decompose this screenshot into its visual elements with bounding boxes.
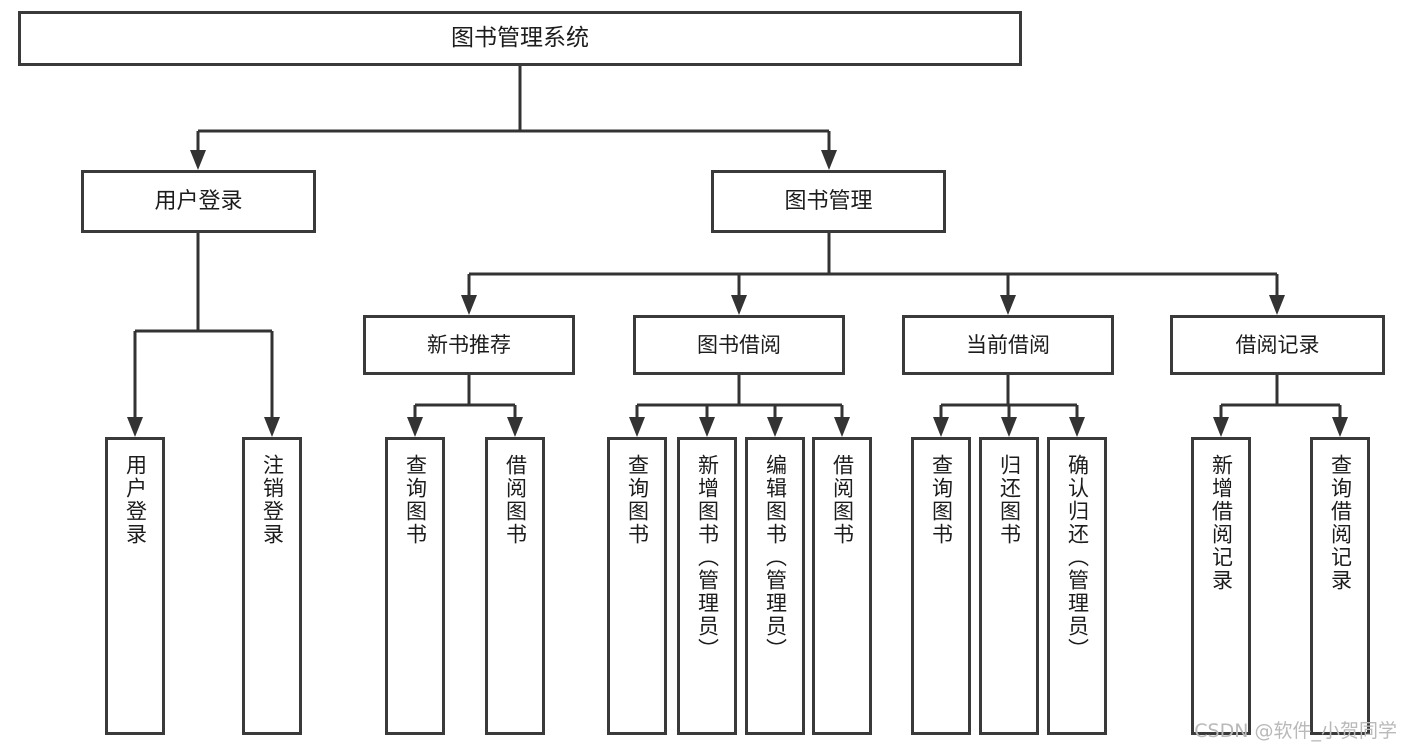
node-borrow-record[interactable]: 借阅记录 bbox=[1170, 315, 1385, 375]
arrow-leaf-add-record bbox=[1213, 417, 1229, 437]
leaf-confirm-return-admin[interactable]: 确认归还（管理员） bbox=[1047, 437, 1107, 735]
leaf-label: 新增借阅记录 bbox=[1209, 454, 1234, 592]
node-root-system[interactable]: 图书管理系统 bbox=[18, 11, 1022, 66]
leaf-edit-book-admin[interactable]: 编辑图书（管理员） bbox=[745, 437, 805, 735]
leaf-label: 用户登录 bbox=[123, 454, 148, 546]
leaf-add-borrow-record[interactable]: 新增借阅记录 bbox=[1191, 437, 1251, 735]
arrow-leaf-user-login bbox=[127, 417, 143, 437]
arrow-current-borrow bbox=[1000, 295, 1016, 315]
leaf-query-book-borrow[interactable]: 查询图书 bbox=[607, 437, 667, 735]
arrow-leaf-borrow-book-2 bbox=[834, 417, 850, 437]
leaf-label: 编辑图书（管理员） bbox=[763, 454, 788, 661]
arrow-leaf-return-book bbox=[1001, 417, 1017, 437]
arrow-leaf-logout bbox=[264, 417, 280, 437]
leaf-label: 查询图书 bbox=[403, 454, 428, 546]
node-current-borrow[interactable]: 当前借阅 bbox=[902, 315, 1114, 375]
node-user-login[interactable]: 用户登录 bbox=[81, 170, 316, 233]
arrow-leaf-borrow-book-1 bbox=[507, 417, 523, 437]
leaf-label: 查询图书 bbox=[929, 454, 954, 546]
leaf-label: 确认归还（管理员） bbox=[1065, 454, 1090, 661]
watermark-text: CSDN @软件_小贺同学 bbox=[1194, 720, 1397, 742]
leaf-label: 新增图书（管理员） bbox=[695, 454, 720, 661]
arrow-leaf-query-book-2 bbox=[629, 417, 645, 437]
arrow-book-borrow bbox=[731, 295, 747, 315]
leaf-borrow-book-new[interactable]: 借阅图书 bbox=[485, 437, 545, 735]
leaf-add-book-admin[interactable]: 新增图书（管理员） bbox=[677, 437, 737, 735]
leaf-query-book-new[interactable]: 查询图书 bbox=[385, 437, 445, 735]
leaf-label: 借阅图书 bbox=[830, 454, 855, 546]
leaf-label: 查询图书 bbox=[625, 454, 650, 546]
leaf-label: 归还图书 bbox=[997, 454, 1022, 546]
arrow-book-manage bbox=[821, 150, 837, 170]
leaf-return-book[interactable]: 归还图书 bbox=[979, 437, 1039, 735]
leaf-query-borrow-record[interactable]: 查询借阅记录 bbox=[1310, 437, 1370, 735]
arrow-new-book bbox=[461, 295, 477, 315]
arrow-user-login bbox=[190, 150, 206, 170]
arrow-leaf-query-book-3 bbox=[933, 417, 949, 437]
node-book-borrow[interactable]: 图书借阅 bbox=[633, 315, 845, 375]
node-new-book-recommend[interactable]: 新书推荐 bbox=[363, 315, 575, 375]
leaf-query-book-current[interactable]: 查询图书 bbox=[911, 437, 971, 735]
leaf-user-login[interactable]: 用户登录 bbox=[105, 437, 165, 735]
leaf-label: 查询借阅记录 bbox=[1328, 454, 1353, 592]
leaf-label: 注销登录 bbox=[260, 454, 285, 546]
leaf-borrow-book-borrow[interactable]: 借阅图书 bbox=[812, 437, 872, 735]
arrow-borrow-record bbox=[1269, 295, 1285, 315]
arrow-leaf-query-book-1 bbox=[407, 417, 423, 437]
arrow-leaf-query-record bbox=[1332, 417, 1348, 437]
node-book-management[interactable]: 图书管理 bbox=[711, 170, 946, 233]
leaf-label: 借阅图书 bbox=[503, 454, 528, 546]
leaf-logout[interactable]: 注销登录 bbox=[242, 437, 302, 735]
arrow-leaf-confirm-return bbox=[1069, 417, 1085, 437]
arrow-leaf-add-book bbox=[699, 417, 715, 437]
arrow-leaf-edit-book bbox=[767, 417, 783, 437]
